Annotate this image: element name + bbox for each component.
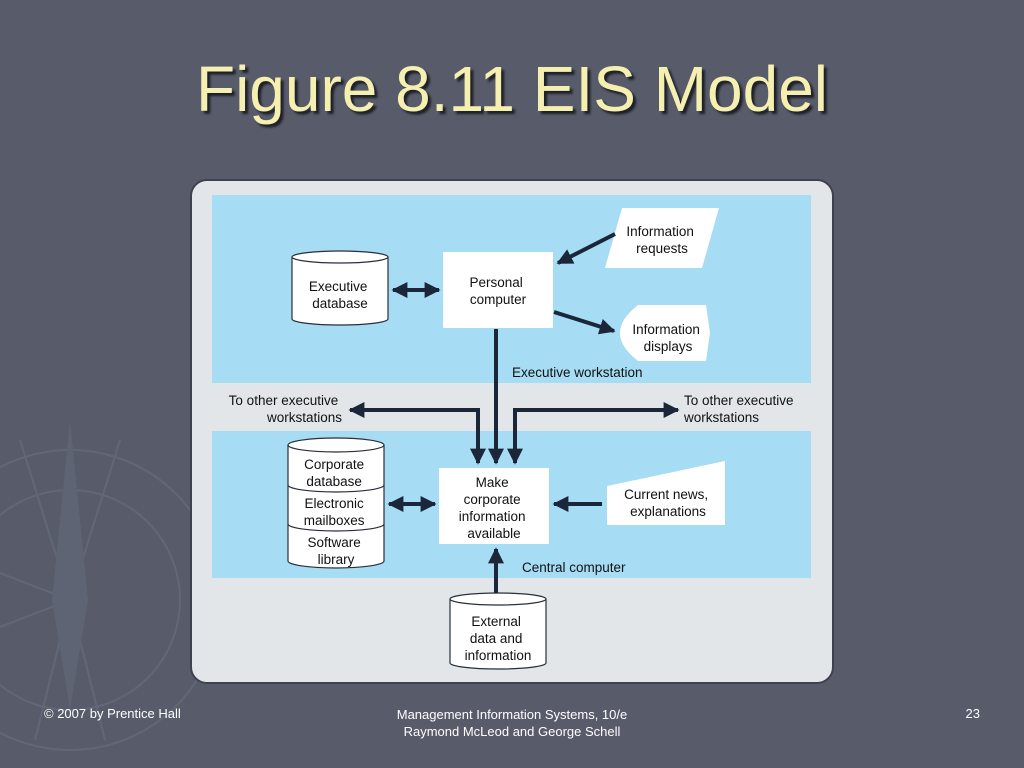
- personal-computer: Personal computer: [443, 252, 553, 328]
- executive-workstation-label: Executive workstation: [512, 365, 643, 380]
- svg-text:Information displays: Information displays: [632, 322, 703, 354]
- arrow-left-workstations: [348, 402, 486, 465]
- central-database-stack: Corporate database Electronic mailboxes …: [287, 437, 385, 569]
- corporate-database-label-2: database: [306, 474, 362, 489]
- make-available-label-3: information: [459, 509, 526, 524]
- electronic-mailboxes-label-2: mailboxes: [304, 513, 365, 528]
- eis-model-figure: Executive database Personal computer Inf…: [190, 179, 834, 684]
- svg-text:Information requests: Information requests: [626, 224, 697, 256]
- current-news-label-2: explanations: [630, 504, 706, 519]
- corporate-database-label-1: Corporate: [304, 457, 364, 472]
- software-library-label-1: Software: [307, 535, 360, 550]
- make-available-label-1: Make: [476, 475, 509, 490]
- to-other-workstations-left-label-1: To other executive: [229, 393, 339, 408]
- central-computer-label: Central computer: [522, 560, 626, 575]
- external-data-label-3: information: [465, 648, 532, 663]
- current-news: Current news, explanations: [607, 461, 725, 525]
- compass-watermark-icon: [0, 420, 221, 751]
- to-other-workstations-right-label-1: To other executive: [684, 393, 794, 408]
- information-requests: Information requests: [605, 208, 719, 268]
- make-available-label-2: corporate: [464, 492, 521, 507]
- page-number: 23: [965, 706, 980, 721]
- svg-text:Personal computer: Personal computer: [469, 275, 526, 307]
- information-requests-label-2: requests: [636, 241, 688, 256]
- external-data-label-1: External: [471, 614, 521, 629]
- svg-text:Executive database: Executive database: [309, 279, 371, 311]
- external-data: External data and information: [449, 592, 547, 670]
- svg-text:To other executive works: To other executive workstations: [683, 393, 797, 425]
- personal-computer-label-1: Personal: [469, 275, 522, 290]
- executive-database-label-1: Executive: [309, 279, 368, 294]
- information-requests-label-1: Information: [626, 224, 694, 239]
- footer-authors: Raymond McLeod and George Schell: [403, 724, 621, 739]
- current-news-label-1: Current news,: [624, 487, 708, 502]
- make-information-available: Make corporate information available: [439, 468, 549, 544]
- svg-text:Current news, explanat: Current news, explanations: [624, 487, 712, 519]
- information-displays-label-1: Information: [632, 322, 700, 337]
- slide-title: Figure 8.11 EIS Model: [195, 53, 829, 125]
- executive-database: Executive database: [291, 250, 389, 326]
- personal-computer-label-2: computer: [470, 292, 527, 307]
- svg-text:To other executive works: To other executive workstations: [229, 393, 343, 425]
- footer-copyright: © 2007 by Prentice Hall: [44, 706, 181, 721]
- to-other-workstations-left-label-2: workstations: [266, 410, 342, 425]
- arrow-right-workstations: [507, 402, 680, 465]
- make-available-label-4: available: [467, 526, 520, 541]
- footer-book-credit: Management Information Systems, 10/e Ray…: [362, 706, 662, 740]
- svg-text:Corporate database: Corporate database Electronic mailboxes …: [304, 457, 369, 567]
- to-other-workstations-right-label-2: workstations: [683, 410, 759, 425]
- electronic-mailboxes-label-1: Electronic: [304, 496, 364, 511]
- arrow-pc-to-displays: [553, 310, 616, 335]
- software-library-label-2: library: [318, 552, 355, 567]
- svg-text:External data and: External data and information: [465, 614, 532, 663]
- information-displays: Information displays: [620, 305, 710, 361]
- executive-database-label-2: database: [312, 296, 368, 311]
- external-data-label-2: data and: [470, 631, 523, 646]
- information-displays-label-2: displays: [644, 339, 693, 354]
- svg-text:Make corporate: Make corporate information available: [459, 475, 530, 541]
- arrow-requests-to-pc: [556, 232, 616, 265]
- footer-book-title: Management Information Systems, 10/e: [396, 707, 628, 722]
